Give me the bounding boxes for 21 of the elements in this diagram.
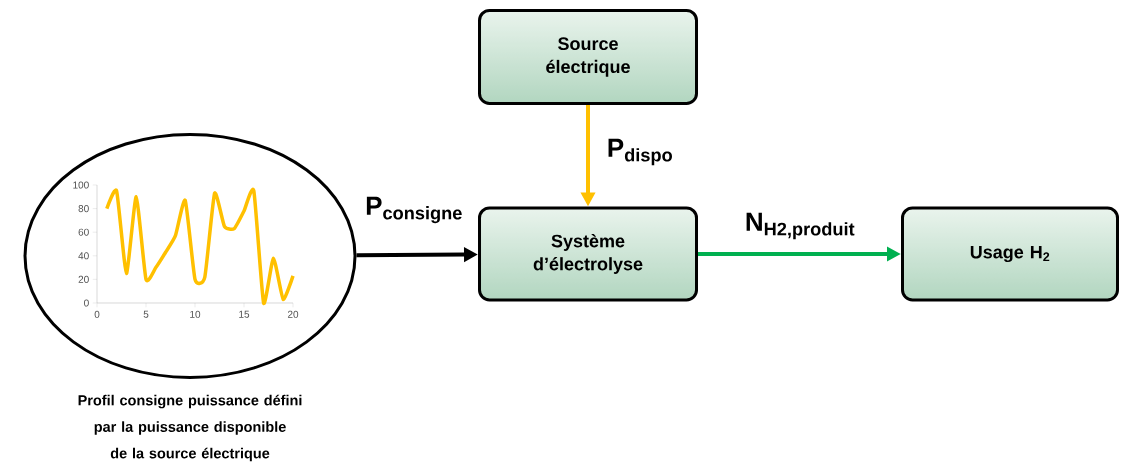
edge-label: $\text{N}_{\text{H2,produit}}$ bbox=[746, 212, 855, 240]
y-tick-label: 60 bbox=[78, 228, 89, 236]
process-box: Usage H$_{2}$ bbox=[901, 206, 1119, 302]
y-tick-label: 80 bbox=[78, 205, 89, 213]
node-label: Profil consigne puissance défini par la puissance disponible de la source électrique bbox=[78, 394, 302, 462]
process-box: Source électrique bbox=[478, 9, 698, 105]
y-tick-label: 20 bbox=[78, 275, 89, 283]
line-chart: 0 5 10 15 20 0 20 40 60 80 100 bbox=[73, 181, 299, 318]
x-tick-label: 20 bbox=[287, 310, 299, 318]
x-tick-label: 5 bbox=[143, 310, 149, 318]
ellipse bbox=[23, 133, 357, 379]
line-series bbox=[105, 189, 295, 305]
y-tick-label: 100 bbox=[73, 181, 89, 189]
x-tick-label: 10 bbox=[190, 310, 201, 318]
y-tick-label: 40 bbox=[78, 252, 89, 260]
edge-label: $\text{P}_{\text{consigne}}$ bbox=[366, 196, 462, 224]
x-tick-label: 0 bbox=[94, 310, 100, 318]
x-tick-label: 15 bbox=[239, 310, 250, 318]
y-tick-label: 0 bbox=[84, 299, 89, 307]
process-box: Système d’électrolyse bbox=[478, 206, 698, 302]
edge-label: $\text{P}_{\text{dispo}}$ bbox=[608, 138, 672, 166]
